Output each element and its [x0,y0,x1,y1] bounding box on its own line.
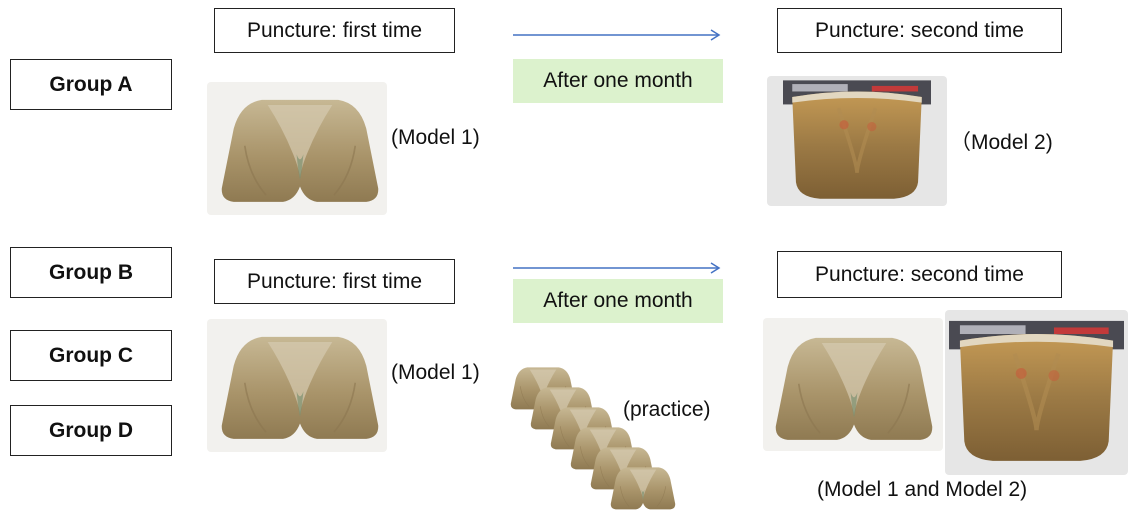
spine-model-2-image [783,78,931,203]
group-c-label: Group C [10,330,172,381]
group-a-label: Group A [10,59,172,110]
row1-arrow [513,28,723,42]
row1-model2-caption: （Model 2) [950,126,1053,156]
row1-model1-photo [207,82,387,215]
practice-models-photo [508,362,713,520]
row2-model1-final-photo [763,318,943,451]
spine-model-1-image [769,328,939,448]
row2-model2-final-photo [945,310,1128,475]
row1-interval-label: After one month [513,59,723,103]
row1-second-puncture-box: Puncture: second time [777,8,1062,53]
row1-model1-caption: (Model 1) [391,126,480,150]
group-d-label: Group D [10,405,172,456]
spine-model-1-image [215,90,385,210]
row2-model1-caption: (Model 1) [391,361,480,385]
row2-arrow [513,261,723,275]
row1-first-puncture-box: Puncture: first time [214,8,455,53]
row2-model1-photo [207,319,387,452]
models-both-caption: (Model 1 and Model 2) [817,478,1027,502]
row2-first-puncture-box: Puncture: first time [214,259,455,304]
spine-model-1-image [215,327,385,447]
practice-model-6 [608,464,678,512]
row2-second-puncture-box: Puncture: second time [777,251,1062,298]
practice-caption: (practice) [623,398,711,422]
group-b-label: Group B [10,247,172,298]
row1-model2-photo [767,76,947,206]
row2-interval-label: After one month [513,279,723,323]
spine-model-2-image [949,312,1124,472]
